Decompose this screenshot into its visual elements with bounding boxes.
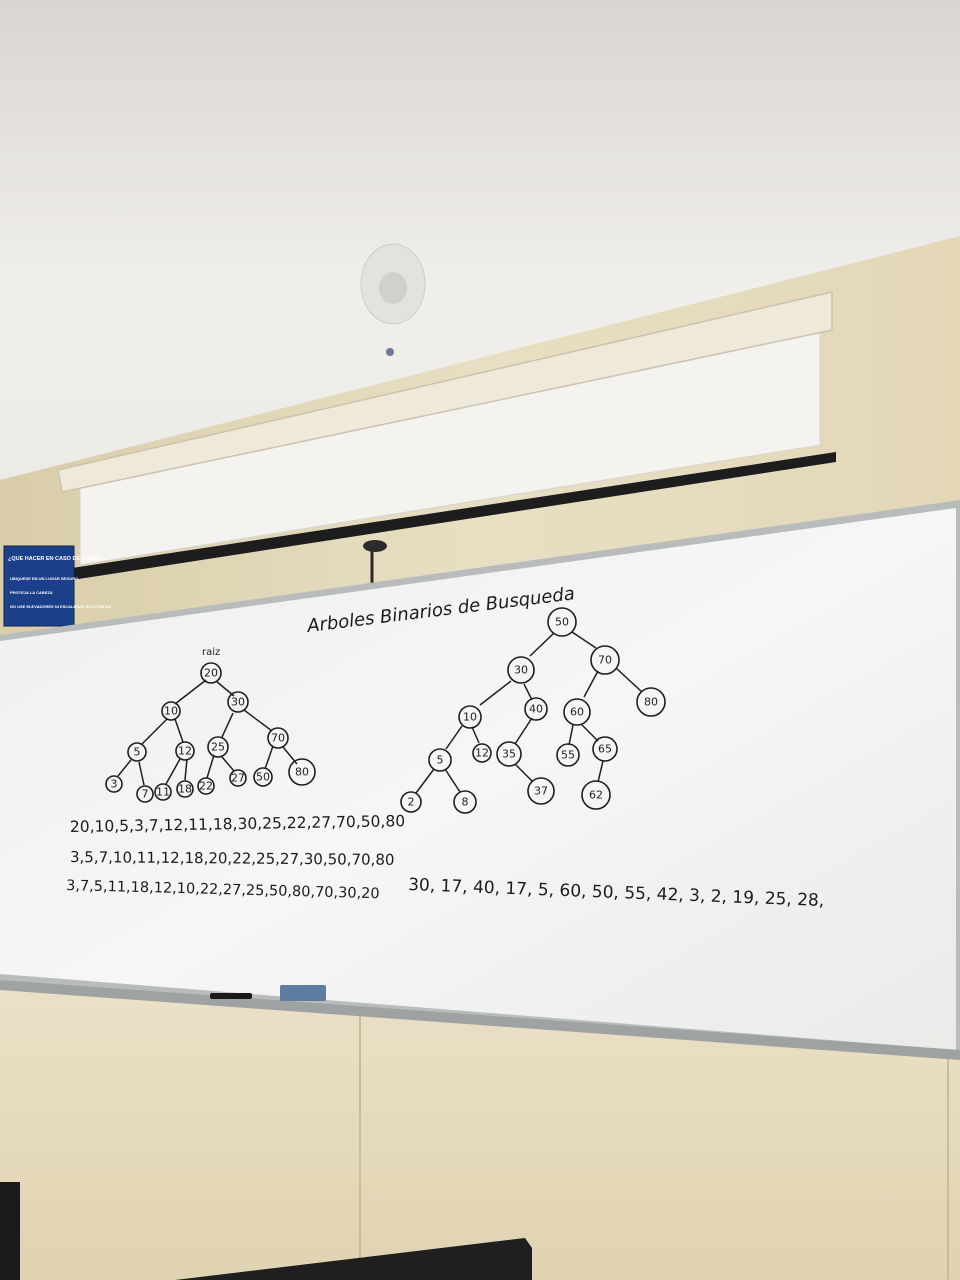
svg-text:35: 35	[502, 748, 516, 761]
right-node-65: 65	[592, 736, 618, 762]
svg-text:55: 55	[561, 749, 575, 762]
right-node-55: 55	[556, 743, 580, 767]
left-node-18: 18	[176, 780, 194, 798]
laptop-left	[0, 1182, 20, 1280]
left-node-11: 11	[154, 783, 172, 801]
svg-text:50: 50	[555, 616, 569, 629]
right-node-80: 80	[636, 687, 666, 717]
svg-text:60: 60	[570, 706, 584, 719]
svg-text:25: 25	[211, 741, 225, 754]
sign-title: ¿QUE HACER EN CASO DE SISMO?	[8, 556, 103, 562]
svg-text:18: 18	[178, 783, 192, 796]
svg-text:37: 37	[534, 785, 548, 798]
eraser	[280, 985, 326, 1001]
left-node-20: 20	[200, 662, 222, 684]
svg-text:80: 80	[644, 696, 658, 709]
svg-text:11: 11	[156, 786, 170, 799]
svg-text:27: 27	[231, 772, 245, 785]
left-node-25: 25	[207, 736, 229, 758]
svg-text:20: 20	[204, 667, 218, 680]
svg-text:70: 70	[598, 654, 612, 667]
sequence-preorder: 20,10,5,3,7,12,11,18,30,25,22,27,70,50,8…	[70, 812, 406, 836]
right-binary-tree: 50 30 70 10 40 60 80 5 12 35 55 65 2 8 3…	[400, 607, 666, 814]
sequence-inorder: 3,5,7,10,11,12,18,20,22,25,27,30,50,70,8…	[70, 848, 395, 869]
sign-item-2: PROTEJA LA CABEZA	[10, 590, 53, 595]
lower-wall	[0, 975, 960, 1280]
svg-text:2: 2	[408, 796, 415, 809]
ceiling	[0, 0, 960, 480]
right-node-5: 5	[428, 748, 452, 772]
svg-text:10: 10	[164, 705, 178, 718]
laptop-right	[175, 1238, 532, 1280]
marker	[210, 993, 252, 999]
left-node-3: 3	[105, 775, 123, 793]
left-node-5: 5	[127, 742, 147, 762]
sign-item-3: NO USE ELEVADORES NI ESCALERAS ELECTRICA…	[10, 604, 112, 609]
svg-text:5: 5	[134, 746, 141, 759]
right-node-35: 35	[496, 741, 522, 767]
right-node-12: 12	[472, 743, 492, 763]
right-node-70: 70	[590, 645, 620, 675]
svg-text:30: 30	[231, 696, 245, 709]
left-node-80: 80	[288, 758, 316, 786]
svg-text:62: 62	[589, 789, 603, 802]
right-node-60: 60	[563, 698, 591, 726]
svg-text:12: 12	[475, 747, 489, 760]
right-node-30: 30	[507, 656, 535, 684]
right-node-50: 50	[547, 607, 577, 637]
right-node-8: 8	[453, 790, 477, 814]
right-node-10: 10	[458, 705, 482, 729]
left-node-12: 12	[175, 741, 195, 761]
right-node-2: 2	[400, 791, 422, 813]
left-node-50: 50	[253, 767, 273, 787]
svg-text:30: 30	[514, 664, 528, 677]
svg-text:7: 7	[142, 788, 149, 801]
left-binary-tree: 20 10 30 5 12 25 70 3 7 11 18 22 27 50 8…	[105, 662, 316, 803]
svg-text:8: 8	[462, 796, 469, 809]
svg-text:3: 3	[111, 778, 118, 791]
svg-text:40: 40	[529, 703, 543, 716]
right-node-40: 40	[524, 697, 548, 721]
left-node-22: 22	[197, 777, 215, 795]
left-node-7: 7	[136, 785, 154, 803]
left-node-27: 27	[229, 769, 247, 787]
left-tree-label: raiz	[202, 647, 220, 658]
svg-text:12: 12	[178, 745, 192, 758]
projector-screen	[57, 291, 836, 618]
left-node-30: 30	[227, 691, 249, 713]
svg-text:70: 70	[271, 732, 285, 745]
svg-text:22: 22	[199, 780, 213, 793]
svg-text:65: 65	[598, 743, 612, 756]
svg-text:5: 5	[437, 754, 444, 767]
whiteboard	[0, 508, 956, 1050]
left-node-70: 70	[267, 727, 289, 749]
left-node-10: 10	[161, 701, 181, 721]
svg-text:50: 50	[256, 771, 270, 784]
sign-item-1: UBIQUESE EN UN LUGAR SEGURO	[10, 576, 78, 581]
svg-text:10: 10	[463, 711, 477, 724]
right-node-37: 37	[527, 777, 555, 805]
right-node-62: 62	[581, 780, 611, 810]
earthquake-safety-sign: ¿QUE HACER EN CASO DE SISMO? UBIQUESE EN…	[3, 545, 112, 627]
svg-text:80: 80	[295, 766, 309, 779]
